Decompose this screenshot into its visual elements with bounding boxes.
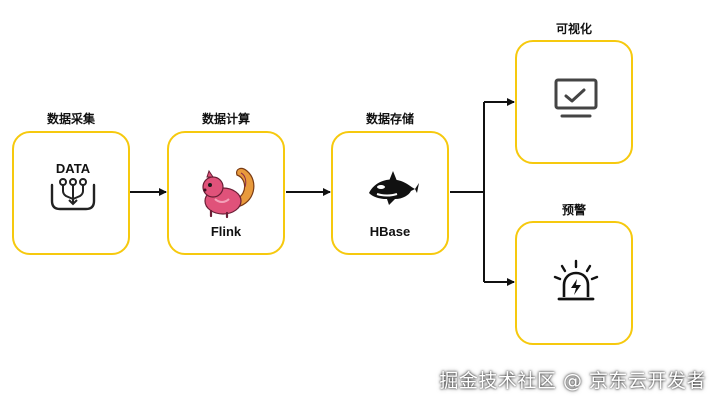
stage-title-alert: 预警 [561, 203, 586, 217]
stage-box-visualize [515, 40, 633, 164]
stage-title-compute: 数据计算 [201, 112, 250, 126]
stage-box-compute: Flink [167, 131, 285, 255]
flink-squirrel-icon [197, 163, 259, 219]
stage-box-alert [515, 221, 633, 345]
monitor-chart-icon [554, 78, 598, 120]
stage-title-collect: 数据采集 [46, 112, 95, 126]
data-collection-icon: DATA [48, 161, 98, 213]
stage-box-collect: DATA [12, 131, 130, 255]
hbase-orca-icon [367, 171, 419, 207]
alarm-light-icon [553, 259, 599, 305]
stage-label-flink: Flink [210, 224, 242, 239]
branch-connector [450, 102, 485, 282]
data-icon-text: DATA [56, 161, 91, 176]
watermark: 掘金技术社区 @ 京东云开发者 [439, 370, 706, 392]
stage-title-store: 数据存储 [365, 112, 414, 126]
stage-title-visualize: 可视化 [555, 22, 592, 36]
stage-label-hbase: HBase [369, 224, 411, 239]
stage-box-store: HBase [331, 131, 449, 255]
